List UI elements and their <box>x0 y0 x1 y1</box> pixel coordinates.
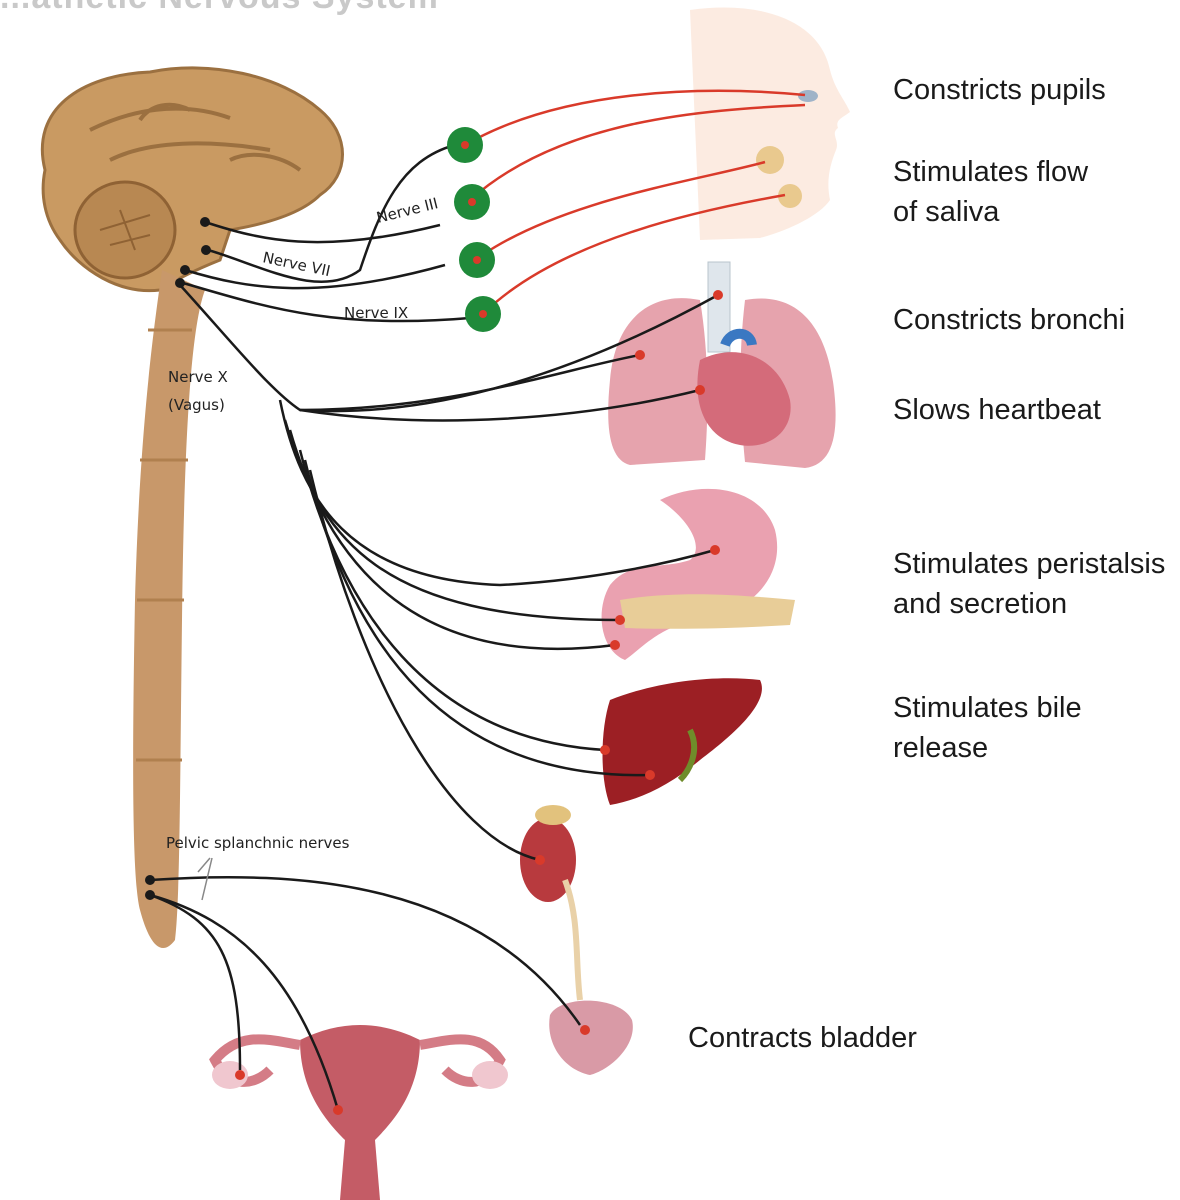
postganglionic-fibers <box>464 89 806 313</box>
label-pelvic-splanchnic: Pelvic splanchnic nerves <box>166 834 350 852</box>
effect-pupils: Constricts pupils <box>893 74 1106 106</box>
salivary-gland-icon <box>756 146 784 174</box>
uterus-illustration <box>209 1025 508 1200</box>
ganglia <box>447 127 501 332</box>
salivary-gland-icon <box>778 184 802 208</box>
eye-icon <box>798 90 818 102</box>
left-lung <box>608 298 708 465</box>
face-illustration <box>690 7 850 240</box>
effect-digestion: Stimulates peristalsis and secretion <box>893 548 1166 620</box>
preganglionic-fibers <box>149 143 719 1111</box>
pancreas <box>620 594 795 629</box>
nerve-origins <box>145 217 211 900</box>
effect-heart: Slows heartbeat <box>893 394 1101 426</box>
label-nerve-ix: Nerve IX <box>344 304 408 322</box>
effect-saliva: Stimulates flow of saliva <box>893 156 1089 228</box>
diagram-title-partial: ...athetic Nervous System <box>0 0 439 17</box>
stomach-illustration <box>601 488 795 660</box>
kidney-illustration <box>520 805 583 1001</box>
heart <box>697 352 791 446</box>
effect-bronchi: Constricts bronchi <box>893 304 1126 336</box>
effect-bladder: Contracts bladder <box>688 1022 917 1054</box>
brain-illustration <box>40 66 344 293</box>
lungs-heart-illustration <box>608 261 836 468</box>
spinal-cord <box>133 270 205 949</box>
liver-illustration <box>602 678 762 805</box>
label-nerve-x-line2: (Vagus) <box>168 396 225 414</box>
target-terminals <box>235 290 723 1115</box>
label-nerve-x-line1: Nerve X <box>168 368 228 386</box>
trachea <box>707 261 731 353</box>
label-nerve-iii: Nerve III <box>375 194 440 227</box>
cerebellum <box>73 180 177 280</box>
bladder-illustration <box>549 1000 633 1075</box>
effect-bile: Stimulates bile release <box>893 692 1082 764</box>
label-nerve-vii: Nerve VII <box>261 248 332 280</box>
